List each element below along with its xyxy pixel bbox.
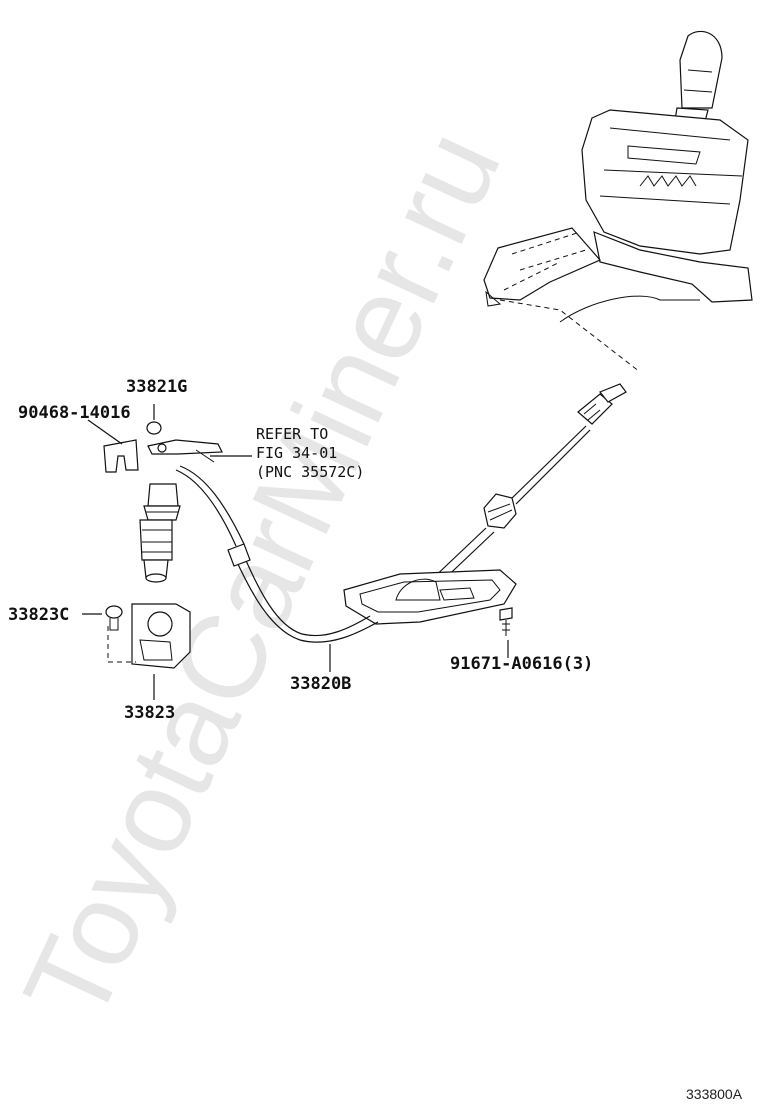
retainer-90468 [87,419,139,473]
cable-lower-left [175,465,251,567]
label-pnc: (PNC 35572C) [256,463,364,481]
label-33823: 33823 [124,703,175,723]
cable-end-rod [139,483,181,583]
clip-33821G [146,404,162,435]
cable-bracket-plate [235,555,517,643]
leader-lines [82,613,331,672]
label-91671-A0616: 91671-A0616(3) [450,654,593,674]
figure-code: 333800A [686,1086,743,1102]
label-33823C: 33823C [8,605,69,625]
lever-link [147,439,252,463]
bolt-33823C [105,605,123,631]
label-90468-14016: 90468-14016 [18,403,131,423]
bracket-33823 [107,603,191,700]
cable-end-upper [509,383,627,505]
label-33821G: 33821G [126,377,187,397]
shift-lever-assembly [483,30,753,373]
label-refer-to: REFER TO [256,425,328,443]
label-fig-34-01: FIG 34-01 [256,444,337,462]
bolt-91671 [499,607,513,658]
label-33820B: 33820B [290,674,351,694]
